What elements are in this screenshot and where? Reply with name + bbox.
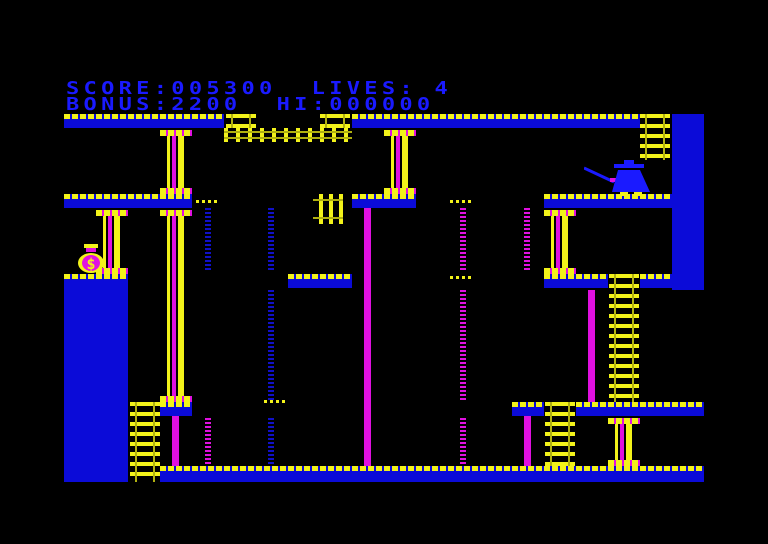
platform-low-right-a (512, 402, 544, 416)
platform-right-mid-b (640, 274, 672, 288)
pillar-right-upper (544, 210, 576, 274)
ladder-bottom-left (130, 402, 160, 482)
rope-d (524, 208, 530, 272)
platform-floor (160, 466, 704, 482)
rope-c-upper (460, 208, 466, 272)
money-bag-icon: $ (78, 244, 104, 273)
platform-right-mid-a (544, 274, 608, 288)
platform-low-right-b (576, 402, 704, 416)
rope-c-mid (460, 290, 466, 400)
pillar-long-left (160, 210, 192, 402)
ladder-floating (313, 194, 343, 224)
rope-anchor-d (450, 276, 474, 279)
pillar-low-right (608, 418, 640, 466)
rope-anchor-a (196, 200, 220, 203)
pillar-upper-left (160, 130, 192, 194)
lives-label: LIVES: (311, 78, 417, 99)
pole-center (364, 208, 371, 466)
platform-low-left (160, 402, 192, 416)
bonus-label: BONUS: (66, 94, 172, 115)
hi-value: 000000 (329, 94, 435, 115)
rope-e (205, 418, 211, 466)
wall-right (672, 114, 704, 290)
rope-b-bottom (268, 418, 274, 466)
bonus-value: 2200 (171, 94, 242, 115)
wall-left-block (64, 274, 128, 482)
ladder-stub-top-b (320, 114, 350, 128)
platform-row2-mid (352, 194, 416, 208)
pillar-upper-mid (384, 130, 416, 194)
ladder-stub-top-a (226, 114, 256, 128)
horizontal-ladder-top (224, 128, 352, 142)
rope-c-lower (460, 418, 466, 466)
platform-top-right (352, 114, 640, 128)
pole-right (588, 290, 595, 402)
rope-a (205, 208, 211, 272)
hud-bonus-row: BONUS:2200 HI:000000 (66, 94, 435, 115)
platform-top-left (64, 114, 224, 128)
caped-bandit-icon (584, 160, 650, 196)
platform-middle (288, 274, 352, 288)
platform-left-ledge (64, 274, 128, 288)
score-label: SCORE: (66, 78, 172, 99)
rope-b-upper (268, 208, 274, 272)
platform-row2-right (544, 194, 672, 208)
ladder-top-right (640, 114, 670, 160)
money-bag-symbol: $ (86, 255, 95, 273)
hi-label: HI: (276, 94, 330, 115)
pole-low-right (524, 416, 531, 466)
ladder-right-long (609, 274, 639, 404)
hud-score-row: SCORE:005300 LIVES: 4 (66, 78, 453, 99)
lives-value: 4 (434, 78, 453, 99)
pole-low-left (172, 416, 179, 466)
pillar-left-short (96, 210, 128, 274)
ladder-bottom-right (545, 402, 575, 468)
rope-b-lower (268, 290, 274, 400)
rope-anchor-b (450, 200, 474, 203)
platform-row2-left (64, 194, 192, 208)
rope-anchor-c (264, 400, 288, 403)
score-value: 005300 (171, 78, 277, 99)
